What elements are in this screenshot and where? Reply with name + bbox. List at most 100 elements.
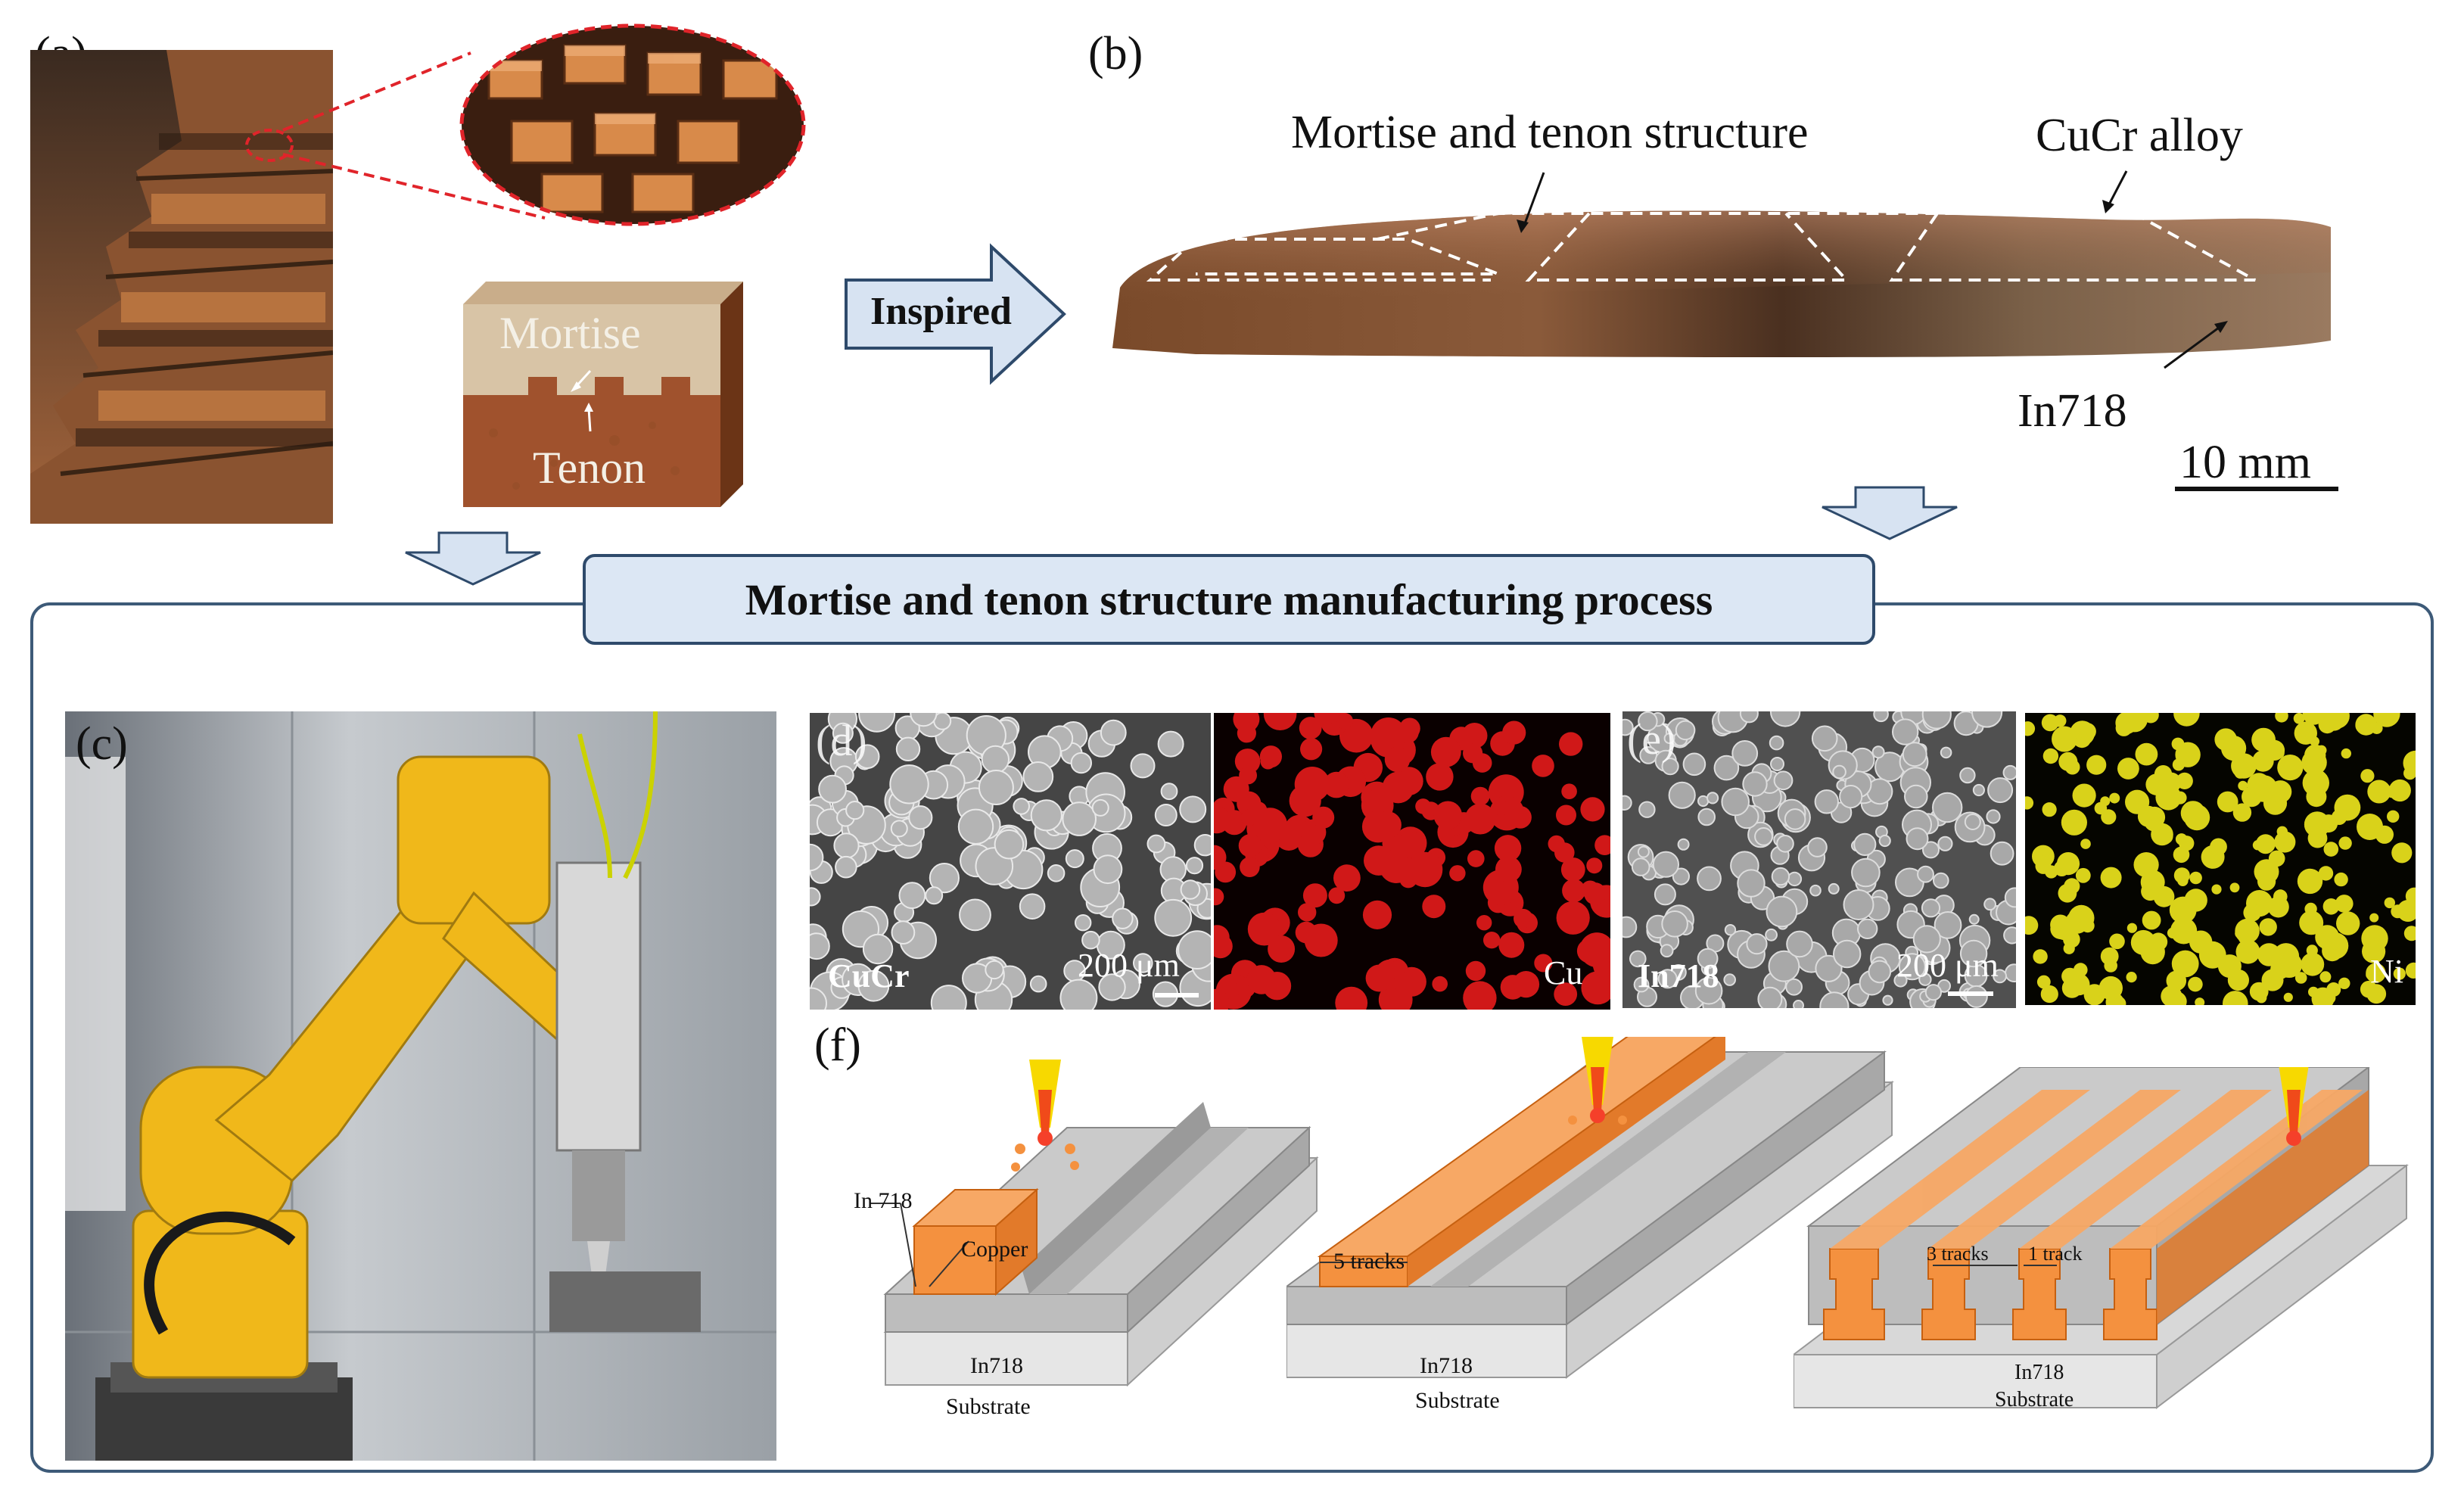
particle	[2334, 872, 2348, 887]
particle	[1770, 757, 1784, 771]
particle	[1075, 914, 1092, 932]
particle	[2307, 828, 2328, 848]
particle	[1022, 761, 1054, 792]
particle	[2274, 831, 2296, 853]
scale-bar-label: 10 mm	[2179, 437, 2311, 488]
in718-powder-label: In718	[1638, 957, 1719, 994]
cu-eds-map	[1214, 713, 1610, 1010]
particle	[2094, 801, 2108, 815]
particle	[1464, 803, 1496, 835]
particle	[1379, 849, 1414, 883]
particle	[2293, 713, 2305, 724]
particle	[1249, 801, 1268, 819]
particle	[1223, 776, 1249, 802]
in718-sem-image	[1622, 711, 2016, 1008]
panel-label-c: (c)	[76, 718, 128, 770]
particle	[2403, 926, 2416, 941]
particle	[2384, 897, 2395, 909]
cucr-scale-label: 200 μm	[1078, 947, 1180, 984]
particle	[1238, 834, 1262, 857]
particle	[895, 736, 921, 761]
particle	[1580, 797, 1605, 822]
particle	[1407, 851, 1443, 888]
robot-photo	[65, 711, 776, 1461]
particle	[2169, 896, 2197, 924]
particle	[1697, 866, 1722, 892]
particle	[985, 960, 1004, 980]
particle	[2276, 951, 2303, 978]
particle	[2387, 810, 2400, 823]
particle	[1382, 771, 1414, 804]
particle	[2050, 914, 2071, 935]
inspired-arrow	[845, 243, 1066, 385]
particle	[845, 801, 865, 820]
particle	[832, 722, 854, 744]
particle	[2075, 867, 2091, 883]
particle	[1180, 879, 1201, 900]
particle	[1993, 969, 2008, 984]
particle	[2297, 868, 2323, 895]
cucr-powder-label: CuCr	[828, 957, 910, 994]
particle	[2173, 867, 2190, 884]
particle	[1562, 879, 1586, 903]
particle	[2249, 982, 2269, 1001]
particle	[1178, 930, 1211, 969]
particle	[1422, 895, 1446, 919]
particle	[2100, 867, 2122, 888]
particle	[2135, 742, 2158, 766]
particle	[818, 774, 847, 804]
particle	[1062, 801, 1097, 836]
particle	[2365, 814, 2380, 829]
particle	[2367, 780, 2391, 804]
particle	[2335, 895, 2354, 913]
particle	[2121, 713, 2148, 733]
particle	[1786, 930, 1813, 958]
particle	[2391, 842, 2413, 864]
particle	[1990, 841, 2014, 866]
particle	[2171, 950, 2199, 978]
particle	[1498, 932, 1525, 958]
particle	[1314, 713, 1339, 726]
particle	[1721, 787, 1750, 817]
particle	[1070, 752, 1092, 774]
particle	[1773, 770, 1794, 791]
particle	[1259, 745, 1282, 768]
particle	[2242, 786, 2262, 808]
particle	[862, 933, 894, 965]
particle	[2255, 834, 2276, 854]
particle	[1968, 913, 1980, 925]
particle	[957, 808, 994, 845]
particle	[2403, 750, 2416, 776]
particle	[2145, 773, 2167, 795]
particle	[2080, 839, 2091, 849]
particle	[1677, 838, 1690, 851]
particle	[1882, 994, 1893, 1006]
particle	[1328, 887, 1346, 904]
particle	[2144, 811, 2164, 832]
particle	[1502, 720, 1526, 745]
particle	[810, 843, 824, 872]
particle	[2229, 882, 2240, 893]
down-arrow-left	[405, 531, 541, 586]
particle	[890, 820, 908, 838]
particle	[1449, 865, 1466, 882]
particle	[2263, 739, 2285, 761]
particle	[1964, 814, 1981, 830]
in718-scale-label: 200 μm	[1896, 947, 1999, 984]
particle	[1723, 973, 1736, 986]
particle	[1299, 717, 1322, 739]
particle	[910, 713, 938, 727]
particle	[1769, 735, 1784, 751]
particle	[1682, 752, 1706, 776]
particle	[1668, 781, 1696, 809]
particle	[1154, 804, 1178, 826]
panel-label-d: (d)	[816, 716, 867, 765]
step1-in718-top-label: In 718	[854, 1188, 913, 1213]
particle	[2211, 884, 2222, 895]
particle	[1873, 711, 1889, 723]
particle	[2067, 734, 2077, 745]
particle	[1214, 934, 1233, 959]
particle	[2318, 866, 2334, 881]
particle	[835, 855, 857, 879]
